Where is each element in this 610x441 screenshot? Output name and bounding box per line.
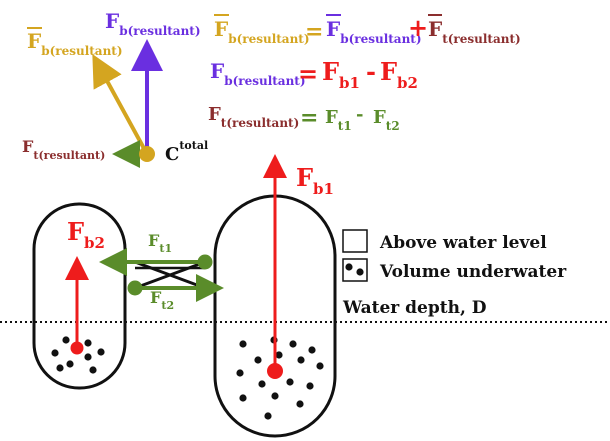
fb-resultant-bar-arrow [92,53,149,155]
eq3-equals: = [300,105,318,131]
eq2-term1: Fb1 [322,57,360,92]
eq1-term1: Fb(resultant) [326,17,422,46]
legend-dot [356,268,364,276]
c-total-label: Ctotal [165,139,208,165]
center-point [139,146,155,162]
large-hull-center [267,363,283,379]
fb2-label: Fb2 [67,217,105,252]
eq2-lhs: Fb(resultant) [210,59,306,88]
eq2-equals: = [298,59,318,88]
resultant-force-diagram: Fb(resultant) Fb(resultant) Ft(resultant… [22,9,208,168]
large-hull: Fb1 [213,154,337,438]
legend-underwater-swatch [342,258,368,282]
equation-3: Ft(resultant) = Ft1 - Ft2 [208,104,400,133]
legend-dot [345,263,353,271]
eq3-lhs: Ft(resultant) [208,104,299,130]
eq3-minus: - [356,104,363,125]
legend-above-water-swatch [342,229,368,253]
equation-2: Fb(resultant) = Fb1 - Fb2 [210,57,418,92]
legend: Above water level Volume underwater Wate… [342,229,567,318]
legend-above-water-label: Above water level [379,233,547,253]
water-depth-label: Water depth, D [342,298,487,318]
ft2-label: Ft2 [150,288,174,312]
eq2-minus: - [366,57,376,86]
equation-1: Fb(resultant) = Fb(resultant) + Ft(resul… [214,13,521,46]
small-hull: Fb2 [32,202,127,390]
eq1-equals: = [305,19,323,45]
small-hull-underwater-dots [51,336,105,374]
large-hull-underwater-dots [236,336,324,420]
equations: Fb(resultant) = Fb(resultant) + Ft(resul… [208,13,521,133]
ft1-label: Ft1 [148,231,172,255]
connector-node-left-bottom [127,280,143,296]
connector-node-right-top [197,254,213,270]
eq2-term2: Fb2 [380,57,418,92]
fb1-label: Fb1 [296,163,334,198]
small-hull-outline [32,202,127,390]
eq3-term2: Ft2 [373,107,400,133]
legend-underwater-label: Volume underwater [379,262,567,282]
eq1-plus: + [408,13,428,42]
ft-resultant-label: Ft(resultant) [22,137,105,162]
eq1-term2: Ft(resultant) [428,17,521,46]
eq1-lhs: Fb(resultant) [214,17,310,46]
small-hull-center [70,341,84,355]
fb-resultant-bar-label: Fb(resultant) [27,29,123,58]
fb-resultant-label: Fb(resultant) [105,9,201,38]
hull-connector: Ft1 Ft2 [99,231,224,312]
eq3-term1: Ft1 [325,107,352,133]
